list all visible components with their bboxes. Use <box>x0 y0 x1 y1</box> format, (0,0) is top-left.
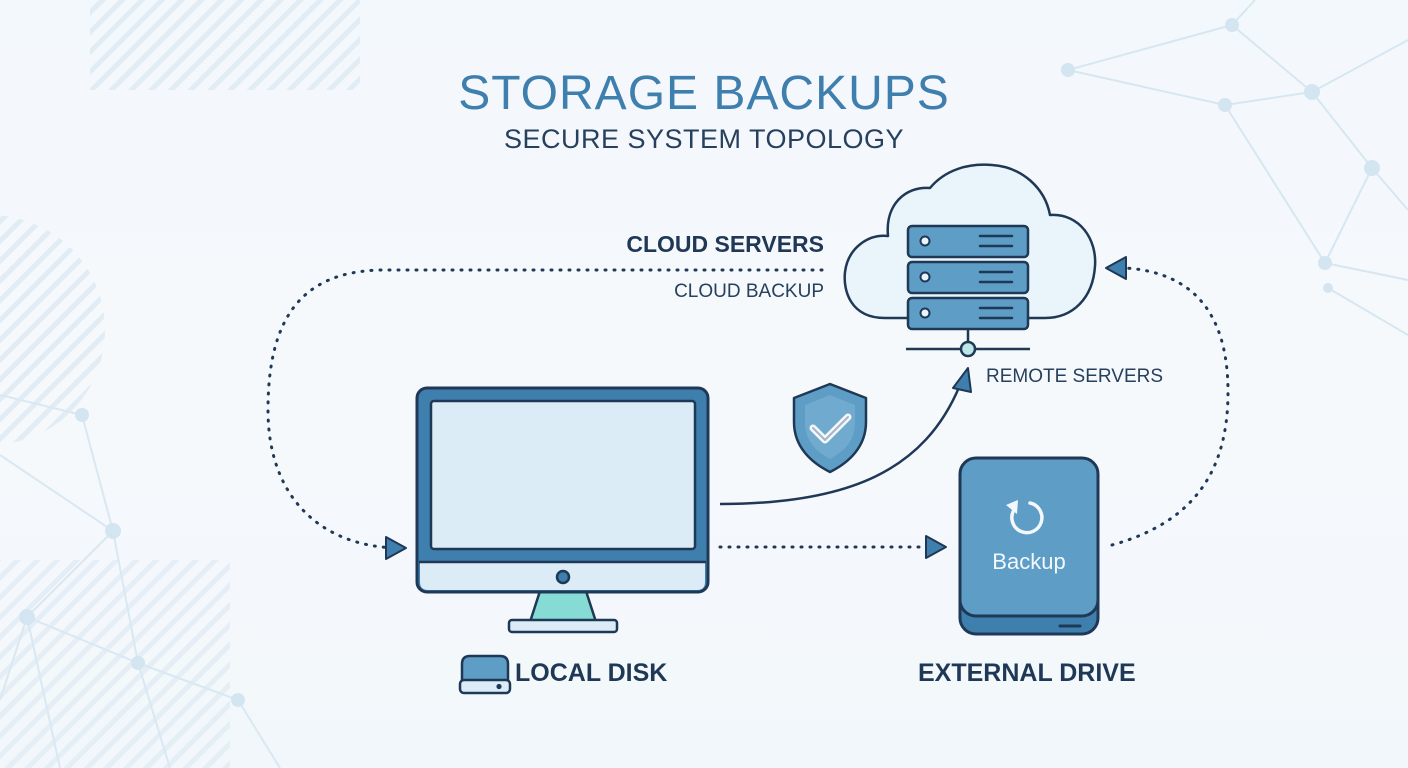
drive-backup-label: Backup <box>992 549 1066 574</box>
cloud-server-icon <box>843 163 1097 358</box>
remote-servers-label: REMOTE SERVERS <box>986 366 1164 387</box>
connector-local-to-remote <box>719 384 962 506</box>
refresh-icon <box>1006 500 1044 535</box>
monitor-icon <box>415 386 710 634</box>
shield-check-icon <box>792 382 868 474</box>
arrow-into-remote <box>952 367 972 393</box>
arrow-into-local <box>385 536 407 560</box>
page-subtitle: SECURE SYSTEM TOPOLOGY <box>503 124 905 154</box>
external-drive-label: EXTERNAL DRIVE <box>918 659 1136 687</box>
connector-cloud-to-local <box>266 268 824 550</box>
cloud-backup-label: CLOUD BACKUP <box>674 281 824 302</box>
local-disk-label: LOCAL DISK <box>515 659 668 687</box>
arrow-into-cloud <box>1105 256 1127 280</box>
disk-icon <box>458 654 512 695</box>
page-title: STORAGE BACKUPS <box>458 67 950 120</box>
external-drive-icon <box>958 456 1100 636</box>
connector-external-to-cloud <box>1110 266 1230 547</box>
cloud-servers-label: CLOUD SERVERS <box>626 231 824 257</box>
arrow-into-external <box>925 535 947 559</box>
